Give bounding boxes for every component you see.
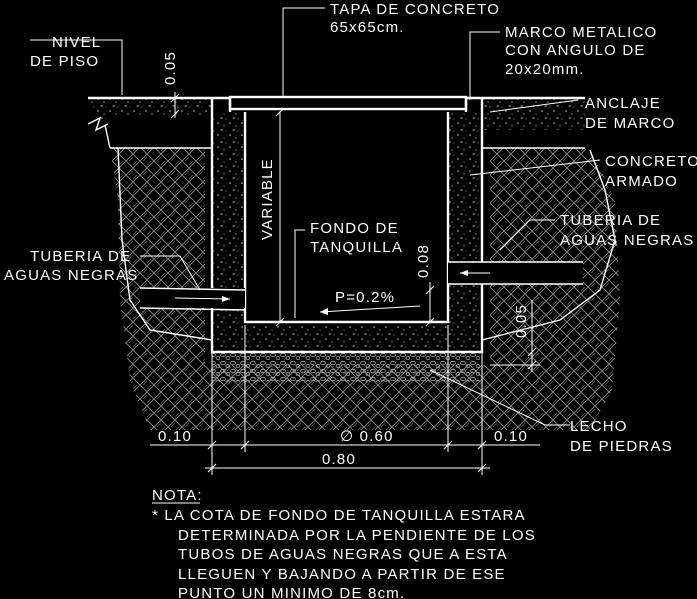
label-tuberia-right-1: TUBERIA DE	[560, 212, 661, 229]
label-nivel-2: DE PISO	[30, 53, 99, 70]
label-pendiente: P=0.2%	[335, 289, 395, 306]
label-nivel-1: NIVEL	[52, 34, 101, 51]
label-anclaje-2: DE MARCO	[585, 115, 675, 132]
dim-text-total: 0.80	[322, 451, 356, 468]
slope-arrow	[319, 305, 421, 315]
label-marco-2: CON ANGULO DE	[505, 42, 646, 59]
label-tapa-1: TAPA DE CONCRETO	[330, 1, 500, 18]
dim-text-wall-right: 0.10	[494, 428, 528, 445]
stone-bed	[212, 352, 480, 382]
label-variable: VARIABLE	[259, 158, 276, 240]
dim-chain	[150, 325, 540, 475]
dim-text-bed: 0.05	[513, 304, 530, 338]
dim-text-wall-left: 0.10	[158, 428, 192, 445]
label-lecho-1: LECHO	[570, 418, 628, 435]
note-line-1: * LA COTA DE FONDO DE TANQUILLA ESTARA	[152, 507, 526, 524]
label-marco-1: MARCO METALICO	[505, 24, 657, 41]
leaders	[30, 7, 601, 426]
label-fondo-1: FONDO DE	[310, 220, 399, 237]
floor-slab-right	[482, 98, 590, 130]
section-outline	[87, 95, 616, 354]
concrete-wall-left	[212, 112, 245, 322]
variable-dimension	[275, 107, 285, 327]
pipe-left	[139, 287, 246, 311]
note-line-3: TUBOS DE AGUAS NEGRAS QUE A ESTA	[178, 546, 508, 563]
dim-bed	[490, 300, 540, 372]
label-tapa-2: 65x65cm.	[330, 19, 405, 36]
label-anclaje-1: ANCLAJE	[585, 95, 661, 112]
dim-top-slab	[170, 92, 180, 119]
note-line-4: LLEGUEN Y BAJANDO A PARTIR DE ESE	[178, 566, 506, 583]
concrete-floor	[212, 322, 482, 352]
label-tuberia-left-1: TUBERIA DE	[30, 248, 131, 265]
concrete-wall-right	[448, 112, 482, 322]
note-line-2: DETERMINADA POR LA PENDIENTE DE LOS	[178, 527, 536, 544]
label-concreto-2: ARMADO	[605, 173, 678, 190]
note-block: NOTA: * LA COTA DE FONDO DE TANQUILLA ES…	[152, 487, 536, 599]
dim-text-pipe-height: 0.08	[415, 244, 432, 278]
dim-text-top-slab: 0.05	[162, 51, 179, 85]
label-concreto-1: CONCRETO	[605, 153, 697, 170]
label-tuberia-left-2: AGUAS NEGRAS	[4, 267, 138, 284]
note-line-5: PUNTO UN MINIMO DE 8cm.	[178, 585, 405, 599]
label-lecho-2: DE PIEDRAS	[570, 438, 673, 455]
label-tuberia-right-2: AGUAS NEGRAS	[560, 232, 694, 249]
soil-hatch	[110, 148, 620, 430]
note-title: NOTA:	[152, 487, 203, 504]
label-marco-3: 20x20mm.	[505, 61, 585, 78]
dim-text-inner: ∅ 0.60	[340, 428, 394, 445]
label-fondo-2: TANQUILLA	[310, 239, 403, 256]
floor-slab-left	[90, 98, 212, 125]
dim-pipe-height	[425, 282, 435, 327]
pipe-right	[448, 261, 583, 285]
